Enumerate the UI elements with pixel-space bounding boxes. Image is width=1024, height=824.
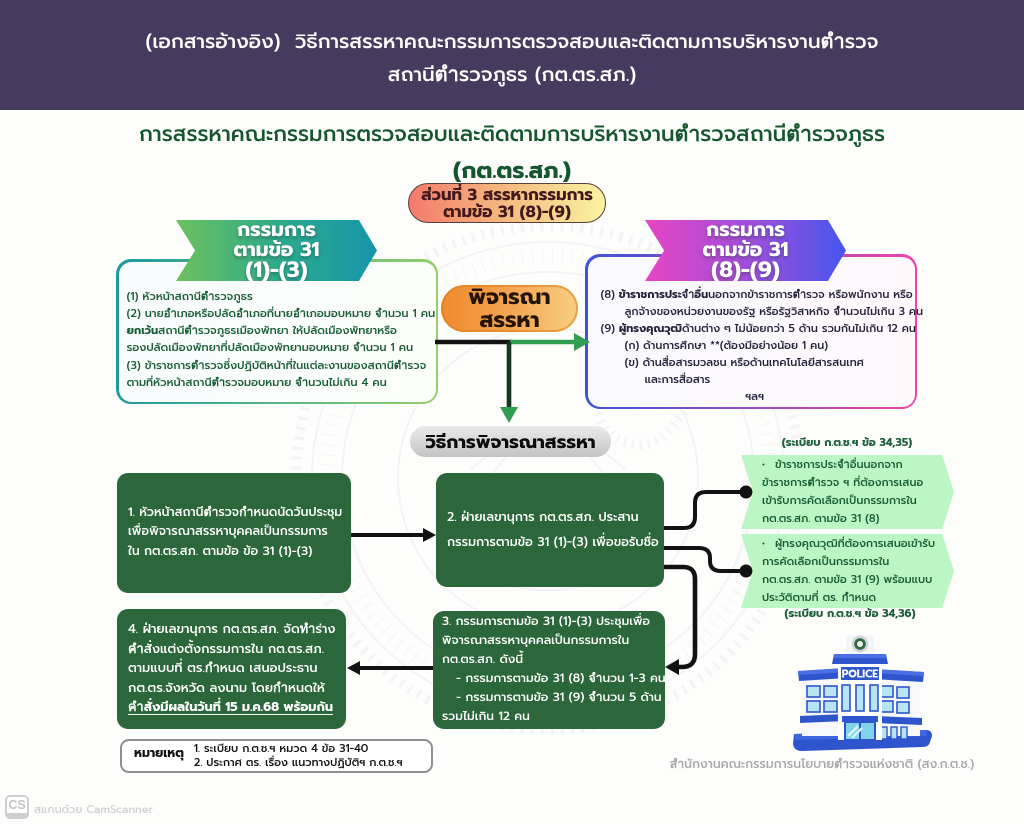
police-sign-label: POLICE	[842, 668, 878, 683]
right-box-l1-rest: นอกจากข้าราชการตำรวจ หรือพนักงาน หรือ	[708, 285, 913, 303]
regulation-caption-top: (ระเบียบ ก.ต.ช.ฯ ข้อ 34,35)	[781, 434, 913, 451]
consider-recruit-pill: พิจารณา สรรหา	[441, 285, 578, 332]
page-title-line2: (กต.ตร.สภ.)	[452, 153, 572, 188]
right-box-line1: (8) ข้าราชการประจำอื่นนอกจากข้าราชการตำร…	[600, 285, 913, 303]
camscanner-caption: สแกนด้วย CamScanner	[34, 801, 153, 818]
right-box-l3-bold: ผู้ทรงคุณวุฒิ	[618, 319, 682, 337]
right-banner-line2: ตามข้อ 31	[702, 235, 789, 265]
step-4-box: 4. ฝ่ายเลขานุการ กต.ตร.สภ. จัดทำร่าง คำส…	[117, 609, 346, 729]
police-station-illustration: POLICE	[793, 635, 932, 751]
right-box-line3: (9) ผู้ทรงคุณวุฒิด้านต่าง ๆ ไม่น้อยกว่า …	[600, 319, 916, 337]
right-box-l1-bold: ข้าราชการประจำอื่น	[618, 285, 709, 303]
steps-s4-l4: กต.ตร.จังหวัด ลงนาม โดยกำหนดให้	[128, 678, 325, 698]
note-label: หมายเหตุ	[134, 744, 184, 763]
steps-s3-l1: 3. กรรมการตามข้อ 31 (1)-(3) ประชุมเพื่อ	[442, 613, 650, 631]
top-banner: (เอกสารอ้างอิง) วิธีการสรรหาคณะกรรมการตร…	[0, 0, 1024, 110]
left-box-line2: (2) นายอำเภอหรือปลัดอำเภอที่นายอำเภอมอบห…	[126, 304, 436, 322]
ribbons-r1-l2: ข้าราชการตำรวจ ฯ ที่ต้องการเสนอ	[762, 474, 924, 491]
steps-s3-l3: กต.ตร.สภ. ดังนี้	[442, 651, 524, 669]
top-banner-line1: (เอกสารอ้างอิง) วิธีการสรรหาคณะกรรมการตร…	[145, 27, 879, 57]
note-box: หมายเหตุ 1. ระเบียบ ก.ต.ช.ฯ หมวด 4 ข้อ 3…	[120, 739, 433, 773]
section-badge-line2: ตามข้อ 31 (8)-(9)	[443, 199, 571, 224]
steps-s3-l5: - กรรมการตามข้อ 31 (9) จำนวน 5 ด้าน	[456, 689, 662, 707]
banner-committee-8-9: กรรมการ ตามข้อ 31 (8)-(9)	[645, 220, 846, 281]
ribbons-r1-l4: กต.ตร.สภ. ตามข้อ 31 (8)	[762, 510, 880, 527]
ribbons-r2-l1: ผู้ทรงคุณวุฒิที่ต้องการเสนอเข้ารับ	[775, 535, 936, 552]
camscanner-logo: CS	[5, 795, 29, 819]
consider-pill-line2: สรรหา	[479, 303, 540, 337]
left-box-line1: (1) หัวหน้าสถานีตำรวจภูธร	[126, 287, 253, 305]
left-box-line3: ยกเว้นสถานีตำรวจภูธรเมืองพัทยา ให้ปลัดเม…	[127, 322, 430, 339]
committee-8-9-box: (8) ข้าราชการประจำอื่นนอกจากข้าราชการตำร…	[585, 254, 924, 410]
left-box-line6: ตามที่หัวหน้าสถานีตำรวจมอบหมาย จำนวนไม่เ…	[126, 374, 387, 392]
right-box-etc: ฯลฯ	[745, 387, 765, 405]
left-box-l3-bold: ยกเว้น	[126, 322, 159, 340]
right-box-l3-pre: (9)	[600, 319, 619, 337]
method-pill: วิธีการพิจารณาสรรหา	[425, 427, 596, 456]
ribbons-r2-l4: ประวัติตามที่ ตร. กำหนด	[762, 589, 877, 606]
step-1-box: 1. หัวหน้าสถานีตำรวจกำหนดนัดวันประชุม เพ…	[117, 473, 351, 593]
right-banner-line3: (8)-(9)	[711, 254, 780, 287]
ribbons-r2-l3: กต.ตร.สภ. ตามข้อ 31 (9) พร้อมแบบ	[762, 571, 933, 588]
note-line1: 1. ระเบียบ ก.ต.ช.ฯ หมวด 4 ข้อ 31-40	[193, 739, 369, 757]
ribbons-r1-l1: ข้าราชการประจำอื่นนอกจาก	[775, 456, 903, 473]
steps-s1-l2: เพื่อพิจารณาสรรหาบุคคลเป็นกรรมการ	[128, 523, 328, 542]
steps-s3-l2: พิจารณาสรรหาบุคคลเป็นกรรมการใน	[442, 632, 630, 650]
committee-1-3-box: (1) หัวหน้าสถานีตำรวจภูธร (2) นายอำเภอหร…	[116, 259, 439, 405]
steps-s2-l1: 2. ฝ่ายเลขานุการ กต.ตร.สภ. ประสาน	[447, 508, 639, 527]
left-box-line4: รองปลัดเมืองพัทยาที่ปลัดเมืองพัทยามอบหมา…	[126, 339, 414, 357]
banner-committee-1-3: กรรมการ ตามข้อ 31 (1)-(3)	[176, 220, 377, 281]
step-2-box: 2. ฝ่ายเลขานุการ กต.ตร.สภ. ประสาน กรรมกา…	[436, 473, 664, 587]
steps-s1-l1: 1. หัวหน้าสถานีตำรวจกำหนดนัดวันประชุม	[128, 503, 343, 522]
regulation-caption-bottom: (ระเบียบ ก.ต.ช.ฯ ข้อ 34,36)	[784, 605, 916, 622]
page-title-line1: การสรรหาคณะกรรมการตรวจสอบและติดตามการบริ…	[138, 118, 886, 150]
bullet-icon: •	[762, 456, 765, 473]
left-banner-line1: กรรมการ	[237, 215, 316, 245]
agency-caption: สำนักงานคณะกรรมการนโยบายตำรวจแห่งชาติ (ส…	[669, 756, 975, 774]
right-box-l1-pre: (8)	[600, 285, 619, 303]
section-badge-line1: ส่วนที่ 3 สรรหากรรมการ	[421, 181, 593, 207]
right-box-line6: และการสื่อสาร	[644, 370, 711, 388]
section-badge: ส่วนที่ 3 สรรหากรรมการ ตามข้อ 31 (8)-(9)	[408, 183, 606, 223]
left-banner-line3: (1)-(3)	[245, 254, 308, 287]
right-box-line2: ลูกจ้างของหน่วยงานของรัฐ หรือรัฐวิสาหกิจ…	[624, 302, 924, 320]
steps-s3-l4: - กรรมการตามข้อ 31 (8) จำนวน 1-3 คน	[456, 670, 666, 688]
left-box-l3-rest: สถานีตำรวจภูธรเมืองพัทยา ให้ปลัดเมืองพัท…	[158, 322, 397, 340]
steps-s4-l3: ตามแบบที่ ตร.กำหนด เสนอประธาน	[128, 659, 318, 679]
top-banner-line2: สถานีตำรวจภูธร (กต.ตร.สภ.)	[387, 60, 637, 90]
steps-s1-l3: ใน กต.ตร.สภ. ตามข้อ ข้อ 31 (1)-(3)	[128, 542, 313, 561]
bullet-icon: •	[762, 535, 765, 552]
page-title: การสรรหาคณะกรรมการตรวจสอบและติดตามการบริ…	[0, 118, 1024, 188]
left-box-line5: (3) ข้าราชการตำรวจซึ่งปฏิบัติหน้าที่ในแต…	[126, 356, 427, 374]
step-3-box: 3. กรรมการตามข้อ 31 (1)-(3) ประชุมเพื่อ …	[433, 611, 666, 729]
steps-s4-l2: คำสั่งแต่งตั้งกรรมการใน กต.ตร.สภ.	[128, 639, 325, 659]
footer-logo: CS	[8, 798, 26, 812]
ribbon-candidates-31-8: • ข้าราชการประจำอื่นนอกจาก ข้าราชการตำรวจ…	[741, 455, 954, 529]
method-pill: วิธีการพิจารณาสรรหา	[410, 426, 611, 457]
right-box-l3-rest: ด้านต่าง ๆ ไม่น้อยกว่า 5 ด้าน รวมกันไม่เ…	[681, 319, 916, 337]
steps-s2-l2: กรรมการตามข้อ 31 (1)-(3) เพื่อขอรับชื่อ	[447, 533, 659, 552]
right-box-line5: (ข) ด้านสื่อสารมวลชน หรือด้านเทคโนโลยีสา…	[624, 353, 864, 371]
ribbons-r1-l3: เข้ารับการคัดเลือกเป็นกรรมการใน	[762, 492, 917, 509]
steps-s4-l1: 4. ฝ่ายเลขานุการ กต.ตร.สภ. จัดทำร่าง	[128, 620, 336, 640]
ribbons-r2-l2: การคัดเลือกเป็นกรรมการใน	[762, 553, 890, 570]
right-banner-line1: กรรมการ	[706, 215, 785, 245]
note-line2: 2. ประกาศ ตร. เรื่อง แนวทางปฏิบัติฯ ก.ต.…	[193, 754, 403, 771]
right-box-line4: (ก) ด้านการศึกษา **(ต้องมีอย่างน้อย 1 คน…	[624, 336, 828, 354]
steps-s4-l5: คำสั่งมีผลในวันที่ 15 ม.ค.68 พร้อมกัน	[128, 698, 333, 718]
left-banner-line2: ตามข้อ 31	[233, 235, 320, 265]
steps-s3-l6: รวมไม่เกิน 12 คน	[442, 708, 530, 726]
ribbon-candidates-31-9: • ผู้ทรงคุณวุฒิที่ต้องการเสนอเข้ารับ การค…	[741, 534, 954, 608]
consider-pill-line1: พิจารณา	[468, 280, 551, 314]
